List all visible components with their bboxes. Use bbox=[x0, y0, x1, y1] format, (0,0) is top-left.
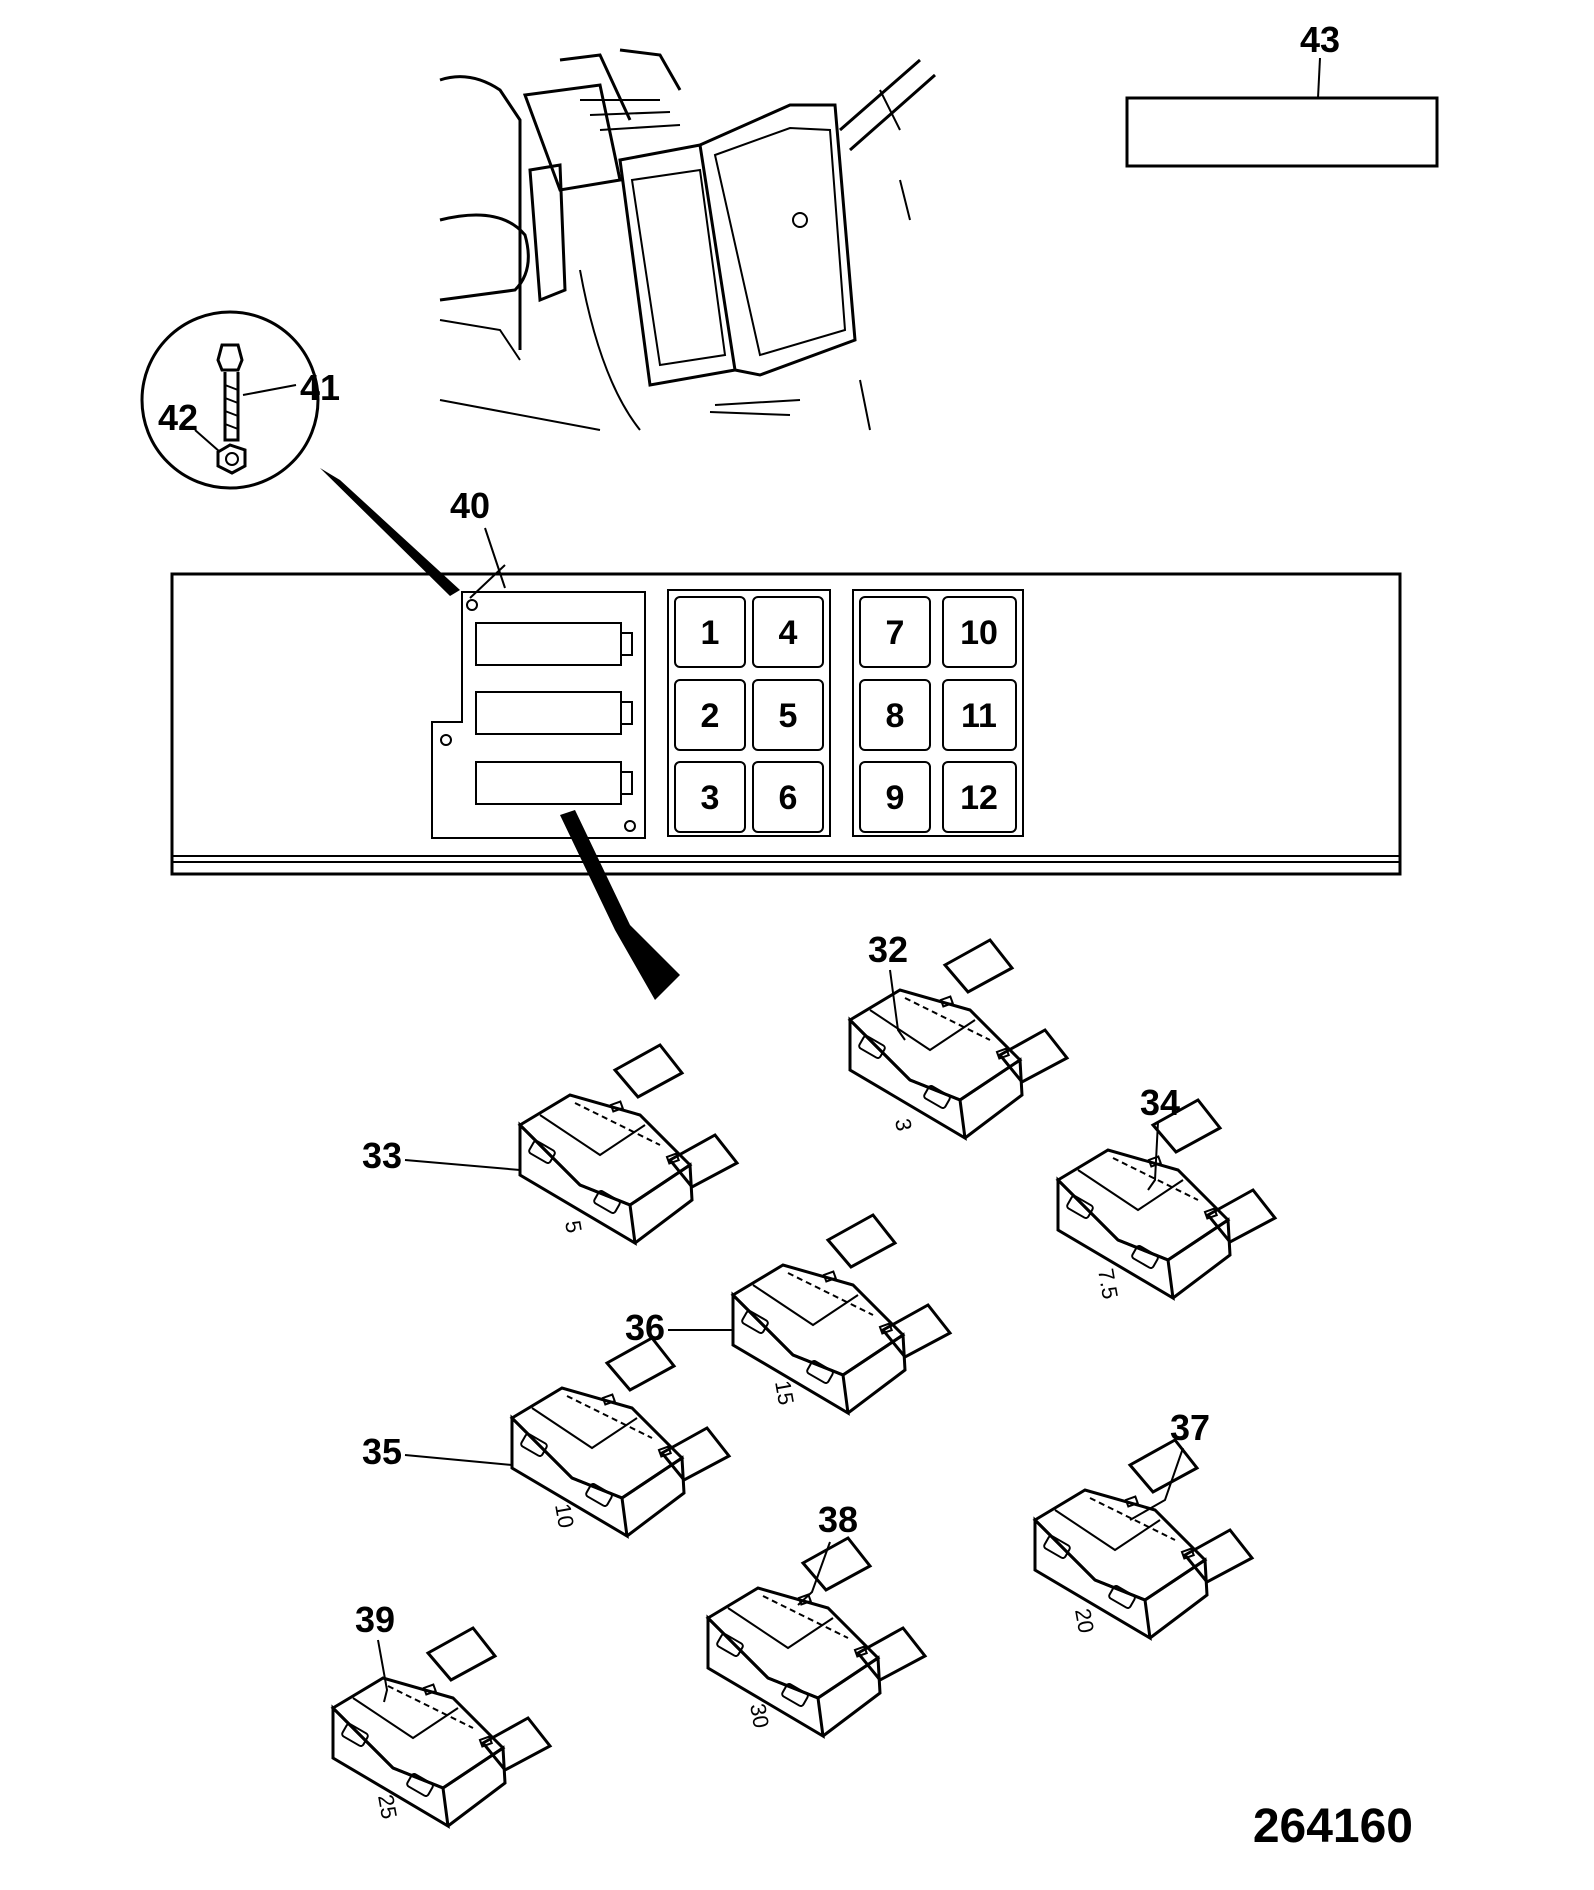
callout-39: 39 bbox=[355, 1599, 395, 1640]
fuse-38: 30 38 bbox=[706, 1499, 927, 1738]
svg-text:10: 10 bbox=[550, 1502, 579, 1530]
fuse-37: 20 37 bbox=[1033, 1407, 1254, 1640]
svg-text:5: 5 bbox=[779, 697, 798, 735]
svg-text:30: 30 bbox=[745, 1702, 774, 1730]
svg-text:8: 8 bbox=[886, 697, 905, 735]
fuse-32: 3 32 bbox=[848, 929, 1069, 1140]
fuse-box-panel: 40 1 2 3 4 5 6 7 8 9 10 11 12 bbox=[170, 485, 1402, 1000]
fuse-35: 10 35 bbox=[362, 1336, 731, 1538]
svg-text:6: 6 bbox=[779, 779, 798, 817]
svg-text:20: 20 bbox=[1070, 1607, 1099, 1635]
callout-37: 37 bbox=[1170, 1407, 1210, 1448]
fuse-slot-3: 3 bbox=[674, 761, 746, 833]
svg-text:9: 9 bbox=[886, 779, 905, 817]
callout-41: 41 bbox=[300, 367, 340, 408]
svg-text:15: 15 bbox=[770, 1379, 799, 1407]
drawing-number: 264160 bbox=[1253, 1800, 1413, 1853]
fuse-34: 7.5 34 bbox=[1056, 1082, 1277, 1301]
fuse-slot-7: 7 bbox=[859, 596, 931, 668]
svg-text:3: 3 bbox=[890, 1117, 917, 1133]
fuse-39: 25 39 bbox=[331, 1599, 552, 1828]
fuse-slot-5: 5 bbox=[752, 679, 824, 751]
svg-text:1: 1 bbox=[701, 614, 720, 652]
callout-42: 42 bbox=[158, 397, 198, 438]
svg-text:11: 11 bbox=[961, 697, 997, 735]
svg-text:5: 5 bbox=[560, 1219, 587, 1235]
callout-38: 38 bbox=[818, 1499, 858, 1540]
fuse-slot-9: 9 bbox=[859, 761, 931, 833]
callout-34: 34 bbox=[1140, 1082, 1180, 1123]
label-plate-43: 43 bbox=[1125, 19, 1439, 168]
svg-text:25: 25 bbox=[373, 1793, 402, 1821]
fixings-detail: 41 42 bbox=[140, 310, 460, 596]
callout-40: 40 bbox=[450, 485, 490, 526]
fuse-slot-10: 10 bbox=[942, 596, 1017, 668]
fuse-slot-4: 4 bbox=[752, 596, 824, 668]
fuse-slot-8: 8 bbox=[859, 679, 931, 751]
svg-text:2: 2 bbox=[701, 697, 720, 735]
callout-32: 32 bbox=[868, 929, 908, 970]
callout-35: 35 bbox=[362, 1431, 402, 1472]
svg-text:12: 12 bbox=[960, 779, 998, 817]
fuse-36: 15 36 bbox=[625, 1213, 952, 1415]
callout-43: 43 bbox=[1300, 19, 1340, 60]
svg-text:3: 3 bbox=[701, 779, 720, 817]
svg-text:4: 4 bbox=[779, 614, 798, 652]
fuse-slot-12: 12 bbox=[942, 761, 1017, 833]
fuse-slot-6: 6 bbox=[752, 761, 824, 833]
fuse-slot-1: 1 bbox=[674, 596, 746, 668]
fuse-33: 5 33 bbox=[362, 1043, 739, 1245]
callout-33: 33 bbox=[362, 1135, 402, 1176]
fuse-slot-11: 11 bbox=[942, 679, 1017, 751]
svg-text:10: 10 bbox=[960, 614, 998, 652]
svg-text:7: 7 bbox=[886, 614, 905, 652]
svg-text:7.5: 7.5 bbox=[1093, 1267, 1123, 1301]
cab-interior-view bbox=[439, 48, 936, 431]
fuse-slot-2: 2 bbox=[674, 679, 746, 751]
